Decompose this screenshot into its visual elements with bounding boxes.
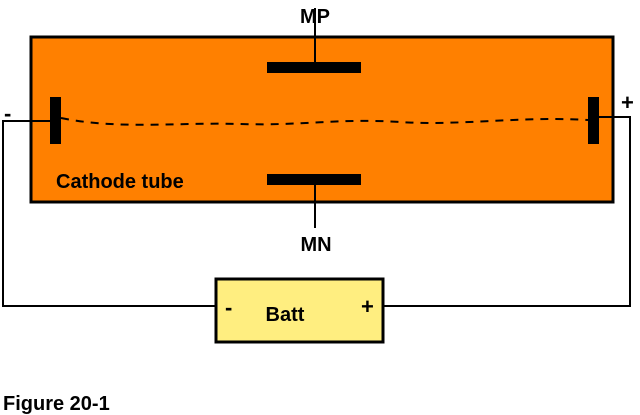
battery-label: Batt [266, 304, 305, 326]
electron-beam [60, 117, 589, 126]
cathode-wire [2, 120, 216, 307]
cathode-sign: - [4, 101, 11, 126]
figure-caption: Figure 20-1 [3, 393, 110, 415]
mn-label: MN [300, 234, 331, 256]
battery-minus-sign: - [225, 295, 232, 320]
anode-electrode [588, 97, 599, 144]
cathode-electrode [50, 97, 61, 144]
battery-plus-sign: + [361, 294, 374, 319]
mp-label: MP [300, 6, 330, 28]
mn-plate [267, 174, 361, 185]
battery [214, 277, 385, 344]
tube-label: Cathode tube [56, 171, 184, 193]
anode-sign: + [621, 90, 634, 115]
anode-wire [383, 116, 631, 307]
mp-plate [267, 62, 361, 73]
